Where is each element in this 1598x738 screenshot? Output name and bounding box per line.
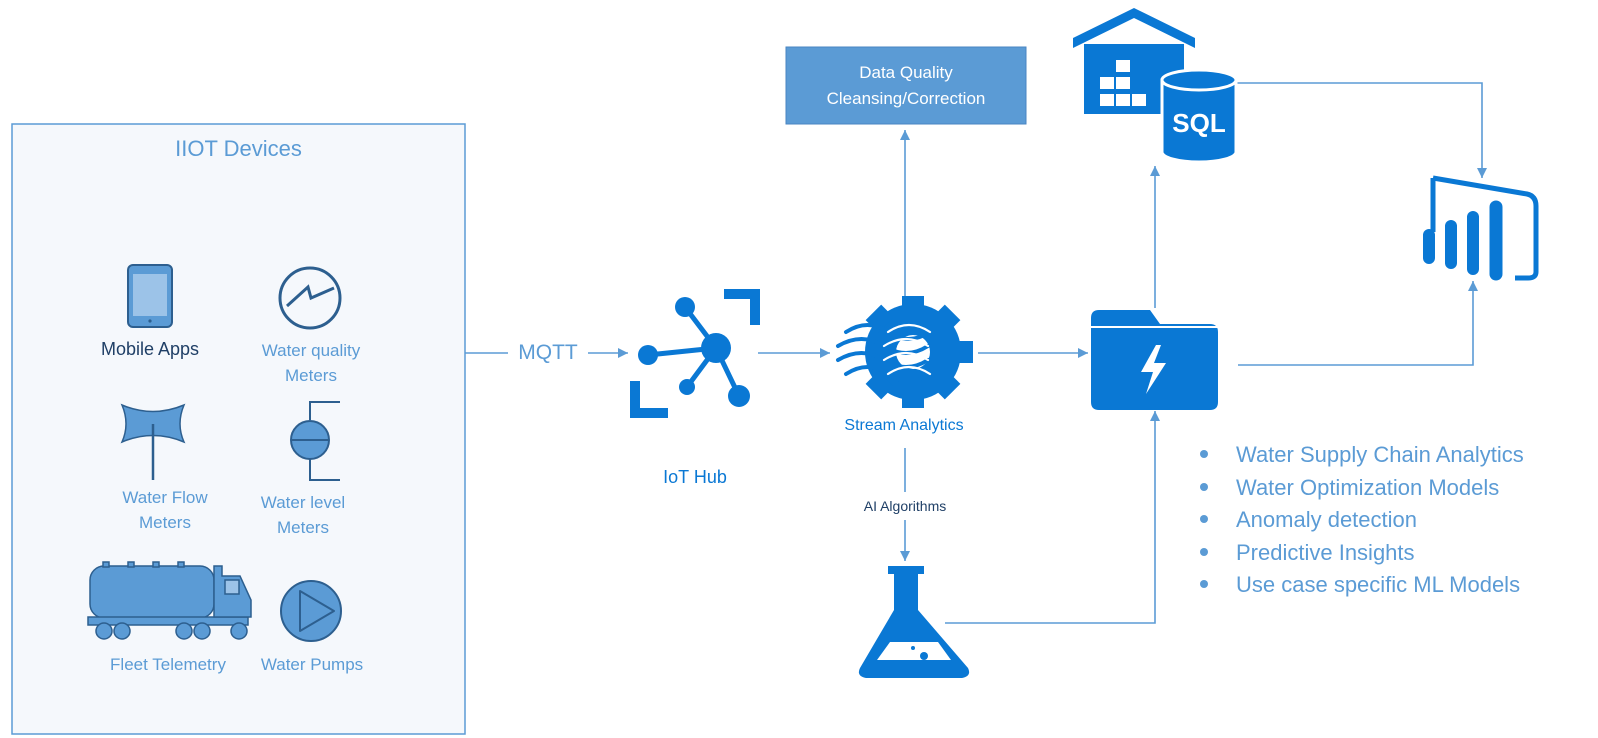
- iiot-devices-title: IIOT Devices: [175, 136, 302, 161]
- output-text: Use case specific ML Models: [1236, 572, 1521, 597]
- water-pump-icon: [280, 580, 342, 642]
- arrow-storage-to-powerbi: [1238, 281, 1478, 366]
- water-flow-meter-icon: [120, 403, 186, 480]
- data-quality-box: [785, 46, 1027, 125]
- data-quality-line1: Data Quality: [859, 63, 953, 82]
- water-flow-line2: Meters: [139, 513, 191, 532]
- tablet-icon: [127, 264, 173, 328]
- water-quality-meter-icon: [278, 266, 342, 330]
- connectors: [465, 82, 1487, 624]
- stream-analytics-label: Stream Analytics: [844, 417, 964, 434]
- water-level-label: Water level Meters: [240, 490, 366, 540]
- water-level-line2: Meters: [277, 518, 329, 537]
- data-quality-label: Data Quality Cleansing/Correction: [786, 60, 1026, 112]
- sql-label: SQL: [1172, 108, 1226, 138]
- outputs-list-item: Water Optimization Models: [1198, 472, 1524, 505]
- mobile-apps-label: Mobile Apps: [100, 339, 200, 359]
- water-quality-line1: Water quality: [261, 341, 361, 360]
- stream-analytics-icon: [836, 296, 973, 408]
- sql-database-icon: SQL: [1160, 68, 1238, 164]
- fleet-truck-icon: [87, 561, 252, 640]
- bullet-dot: [1200, 515, 1208, 524]
- water-flow-label: Water Flow Meters: [100, 485, 230, 535]
- ai-algorithms-label: AI Algorithms: [835, 494, 975, 519]
- arrow-sql-to-powerbi: [1237, 82, 1487, 178]
- data-lake-folder-icon: [1091, 310, 1218, 410]
- arrow-ml-to-storage: [945, 411, 1160, 624]
- power-bi-icon: [1423, 175, 1539, 281]
- water-level-line1: Water level: [260, 493, 346, 512]
- output-text: Water Supply Chain Analytics: [1236, 442, 1524, 467]
- water-pumps-label: Water Pumps: [260, 655, 364, 674]
- outputs-list: Water Supply Chain Analytics Water Optim…: [1198, 439, 1524, 602]
- bullet-dot: [1200, 547, 1208, 556]
- data-quality-line2: Cleansing/Correction: [826, 89, 986, 108]
- iiot-devices-panel: [11, 123, 466, 735]
- outputs-list-item: Water Supply Chain Analytics: [1198, 439, 1524, 472]
- ml-flask-icon: [858, 566, 970, 678]
- outputs-list-item: Predictive Insights: [1198, 537, 1524, 570]
- outputs-list-item: Use case specific ML Models: [1198, 569, 1524, 602]
- output-text: Anomaly detection: [1236, 507, 1417, 532]
- water-flow-line1: Water Flow: [122, 488, 208, 507]
- bullet-dot: [1200, 450, 1208, 459]
- fleet-telemetry-label: Fleet Telemetry: [110, 655, 226, 674]
- water-level-meter-icon: [290, 401, 340, 481]
- outputs-list-item: Anomaly detection: [1198, 504, 1524, 537]
- water-quality-line2: Meters: [285, 366, 337, 385]
- mqtt-label: MQTT: [508, 340, 588, 365]
- water-quality-label: Water quality Meters: [240, 338, 382, 388]
- output-text: Predictive Insights: [1236, 539, 1415, 565]
- iot-hub-icon: [630, 289, 760, 418]
- output-text: Water Optimization Models: [1236, 474, 1500, 500]
- bullet-dot: [1200, 580, 1208, 589]
- iot-hub-label: IoT Hub: [663, 467, 727, 487]
- bullet-dot: [1200, 482, 1208, 491]
